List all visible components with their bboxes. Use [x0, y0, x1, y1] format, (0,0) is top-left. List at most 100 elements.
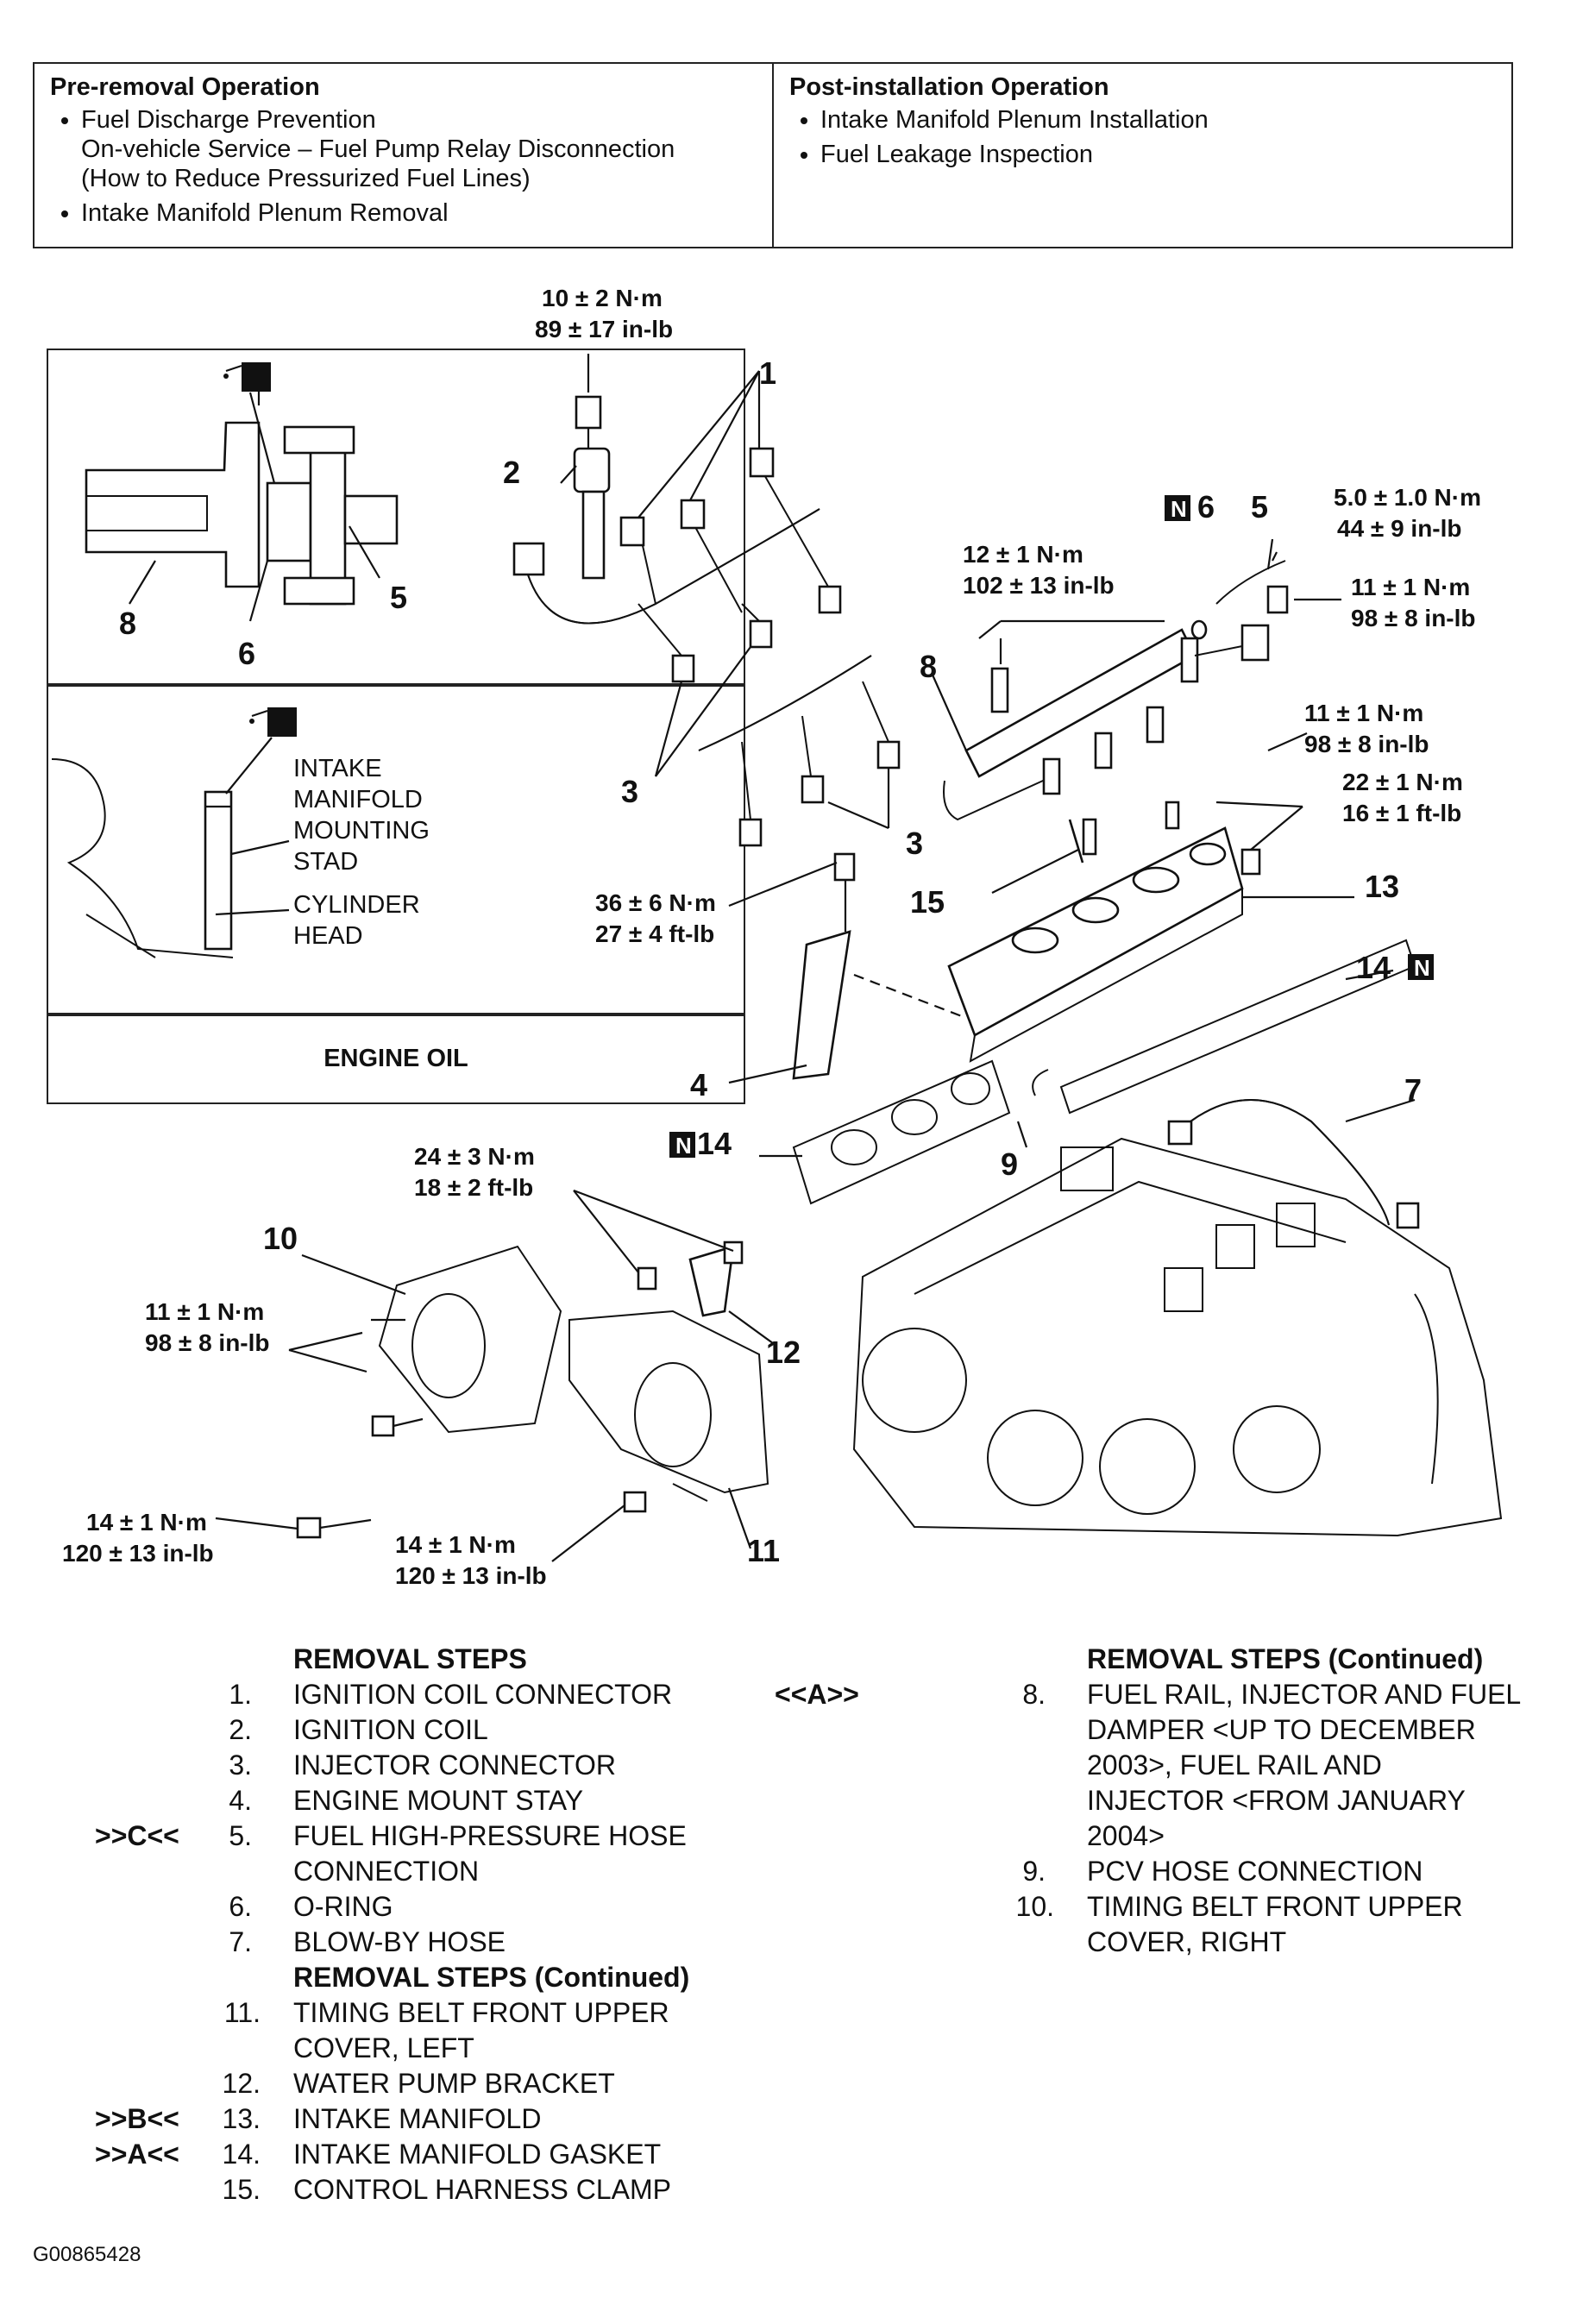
- callout-3b: 3: [906, 826, 923, 861]
- torque-rail-bolt-inlb: 98 ± 8 in-lb: [1304, 731, 1429, 757]
- callout-8: 8: [920, 649, 937, 684]
- torque-manifold-nm: 22 ± 1 N·m: [1342, 769, 1463, 795]
- callout-1: 1: [759, 355, 776, 391]
- callout-4: 4: [690, 1067, 707, 1102]
- ignition-coil-group: [573, 354, 611, 580]
- torque-cover-bolt-a-inlb: 120 ± 13 in-lb: [62, 1540, 214, 1567]
- step-4: 4. ENGINE MOUNT STAY: [229, 1785, 584, 1816]
- label-cylinder-2: HEAD: [293, 922, 363, 950]
- step-14: >>A<< 14. INTAKE MANIFOLD GASKET: [0, 2137, 776, 2172]
- label-cylinder-1: CYLINDER: [293, 891, 420, 919]
- step-6: 6. O-RING: [229, 1891, 393, 1922]
- step-11: 11. TIMING BELT FRONT UPPER: [223, 1997, 669, 2028]
- inset-engine-oil: ENGINE OIL: [47, 1013, 745, 1104]
- callout-14a: 14: [1356, 950, 1391, 985]
- figure-id: G00865428: [33, 2243, 141, 2266]
- blow-by-hose: [1167, 1099, 1420, 1229]
- torque-mount-stay-ftlb: 27 ± 4 ft-lb: [595, 920, 714, 947]
- intake-manifold-gasket-left: [792, 1059, 1011, 1205]
- engine-oil-label: ENGINE OIL: [323, 1044, 468, 1072]
- label-intake-1: INTAKE: [293, 755, 382, 782]
- step-13: >>B<< 13. INTAKE MANIFOLD: [0, 2101, 776, 2137]
- engine-oil-can-icon: [249, 707, 297, 737]
- torque-ignition-coil-nm: 10 ± 2 N·m: [542, 285, 663, 311]
- step-7: 7. BLOW-BY HOSE: [229, 1926, 506, 1957]
- torque-cover-bolt-a-nm: 14 ± 1 N·m: [86, 1509, 207, 1536]
- step-5-tag: >>C<<: [95, 1820, 179, 1851]
- label-intake-4: STAD: [293, 848, 358, 876]
- pre-removal-header: Pre-removal Operation: [50, 73, 320, 101]
- engine-mount-stay: [792, 852, 967, 1080]
- fuel-rail: [943, 619, 1270, 821]
- step-13-tag: >>B<<: [95, 2103, 179, 2134]
- callout-7: 7: [1404, 1072, 1422, 1108]
- new-part-mark-14a: N: [1408, 954, 1434, 981]
- engine-block: [852, 1137, 1503, 1537]
- operations-table: Pre-removal Operation Fuel Discharge Pre…: [33, 62, 1513, 248]
- step-8-tag: <<A>>: [775, 1679, 859, 1710]
- step-15: 15. CONTROL HARNESS CLAMP: [222, 2174, 671, 2205]
- torque-cover-bolt-b-nm: 14 ± 1 N·m: [395, 1531, 516, 1558]
- pre-removal-item: Fuel Discharge Prevention On-vehicle Ser…: [81, 105, 757, 193]
- torque-ignition-coil-inlb: 89 ± 17 in-lb: [535, 316, 673, 342]
- svg-text:N: N: [1171, 496, 1187, 522]
- post-installation-column: Post-installation Operation Intake Manif…: [772, 64, 1511, 247]
- fuel-high-pressure-hose: [1190, 538, 1289, 640]
- label-intake-2: MANIFOLD: [293, 786, 423, 813]
- callout-12: 12: [766, 1335, 801, 1370]
- callout-14b: 14: [697, 1126, 732, 1161]
- torque-bracket-ftlb: 18 ± 2 ft-lb: [414, 1174, 533, 1201]
- callout-6: 6: [1197, 489, 1215, 524]
- post-installation-item: Fuel Leakage Inspection: [820, 140, 1496, 169]
- svg-text:N: N: [1414, 955, 1430, 981]
- post-installation-header: Post-installation Operation: [789, 73, 1109, 101]
- torque-cover-nm: 11 ± 1 N·m: [145, 1298, 264, 1325]
- inset-callout-5: 5: [390, 580, 407, 615]
- step-14-tag: >>A<<: [95, 2139, 179, 2170]
- removal-steps-right: REMOVAL STEPS (Continued) <<A>> 8. FUEL …: [759, 1642, 1570, 1960]
- post-installation-item: Intake Manifold Plenum Installation: [820, 105, 1496, 135]
- pre-removal-item: Intake Manifold Plenum Removal: [81, 198, 757, 228]
- inset-callout-8: 8: [119, 606, 136, 641]
- new-part-mark-6: N: [1165, 495, 1190, 522]
- timing-belt-cover-right: [371, 1245, 562, 1434]
- engine-oil-can-icon: [223, 362, 271, 392]
- torque-manifold-ftlb: 16 ± 1 ft-lb: [1342, 800, 1461, 826]
- callout-3a: 3: [621, 774, 638, 809]
- step-12: 12. WATER PUMP BRACKET: [222, 2068, 615, 2099]
- removal-steps-continued-header: REMOVAL STEPS (Continued): [293, 1962, 690, 1993]
- pcv-hose-connection: [1032, 1069, 1049, 1096]
- new-part-mark-14b: N: [669, 1132, 695, 1159]
- torque-hose-inlb: 44 ± 9 in-lb: [1337, 515, 1462, 542]
- torque-cover-inlb: 98 ± 8 in-lb: [145, 1329, 270, 1356]
- torque-mount-stay-nm: 36 ± 6 N·m: [595, 889, 716, 916]
- torque-bracket-nm: 24 ± 3 N·m: [414, 1143, 535, 1170]
- step-9: 9. PCV HOSE CONNECTION: [1022, 1856, 1423, 1887]
- callout-5: 5: [1251, 489, 1268, 524]
- stud-detail: [51, 707, 297, 958]
- torque-damper-inlb: 98 ± 8 in-lb: [1351, 605, 1476, 631]
- step-3: 3. INJECTOR CONNECTOR: [229, 1749, 616, 1781]
- label-intake-3: MOUNTING: [293, 817, 430, 845]
- step-8: <<A>> 8. FUEL RAIL, INJECTOR AND FUEL: [759, 1677, 1570, 1712]
- control-harness-clamp: [1068, 819, 1084, 864]
- intake-manifold: [947, 801, 1261, 1063]
- torque-fuel-rail-nm: 12 ± 1 N·m: [963, 541, 1083, 568]
- torque-damper-nm: 11 ± 1 N·m: [1351, 574, 1470, 600]
- removal-steps-continued-header-right: REMOVAL STEPS (Continued): [1087, 1643, 1484, 1674]
- removal-steps-left: REMOVAL STEPS 1. IGNITION COIL CONNECTOR…: [0, 1642, 776, 2208]
- step-10: 10. TIMING BELT FRONT UPPER: [1015, 1891, 1463, 1922]
- inset-stud-detail: [47, 683, 745, 1016]
- svg-text:N: N: [675, 1133, 692, 1159]
- inset-oring-detail: [47, 349, 745, 687]
- step-1: 1. IGNITION COIL CONNECTOR: [229, 1679, 673, 1710]
- inset-callout-6: 6: [238, 636, 255, 671]
- torque-cover-bolt-b-inlb: 120 ± 13 in-lb: [395, 1562, 547, 1589]
- callout-9: 9: [1001, 1146, 1018, 1182]
- callout-10: 10: [263, 1221, 298, 1256]
- removal-steps-header: REMOVAL STEPS: [293, 1643, 527, 1674]
- pre-removal-column: Pre-removal Operation Fuel Discharge Pre…: [35, 64, 772, 247]
- water-pump-bracket: [637, 1241, 744, 1317]
- torque-rail-bolt-nm: 11 ± 1 N·m: [1304, 700, 1423, 726]
